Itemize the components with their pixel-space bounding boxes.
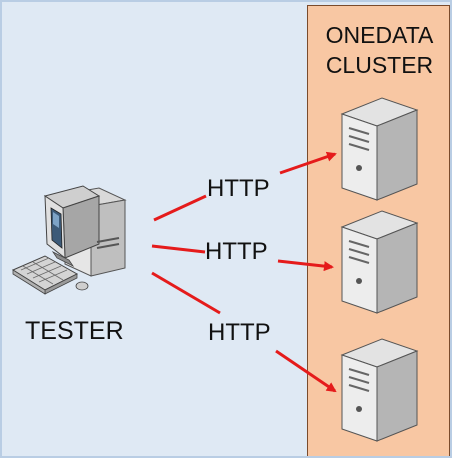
http-label-1: HTTP <box>207 175 270 202</box>
server-icon <box>337 207 422 317</box>
cluster-title-line1: ONEDATA <box>325 22 434 48</box>
tester-label: TESTER <box>25 317 124 345</box>
cluster-title-line2: CLUSTER <box>325 52 434 78</box>
server-icon <box>337 335 422 445</box>
http-label-3: HTTP <box>208 319 271 346</box>
connection-line-3-head <box>275 349 337 393</box>
cluster-title: ONEDATA CLUSTER <box>308 20 450 80</box>
connection-line-3-tail <box>151 271 221 315</box>
connection-line-2-head <box>277 259 334 272</box>
http-label-2: HTTP <box>205 238 268 265</box>
server-icon <box>337 94 422 204</box>
connection-line-1-head <box>279 151 337 175</box>
connection-line-2-tail <box>151 244 206 254</box>
connection-line-1-tail <box>153 194 207 222</box>
desktop-computer-icon <box>7 182 139 310</box>
